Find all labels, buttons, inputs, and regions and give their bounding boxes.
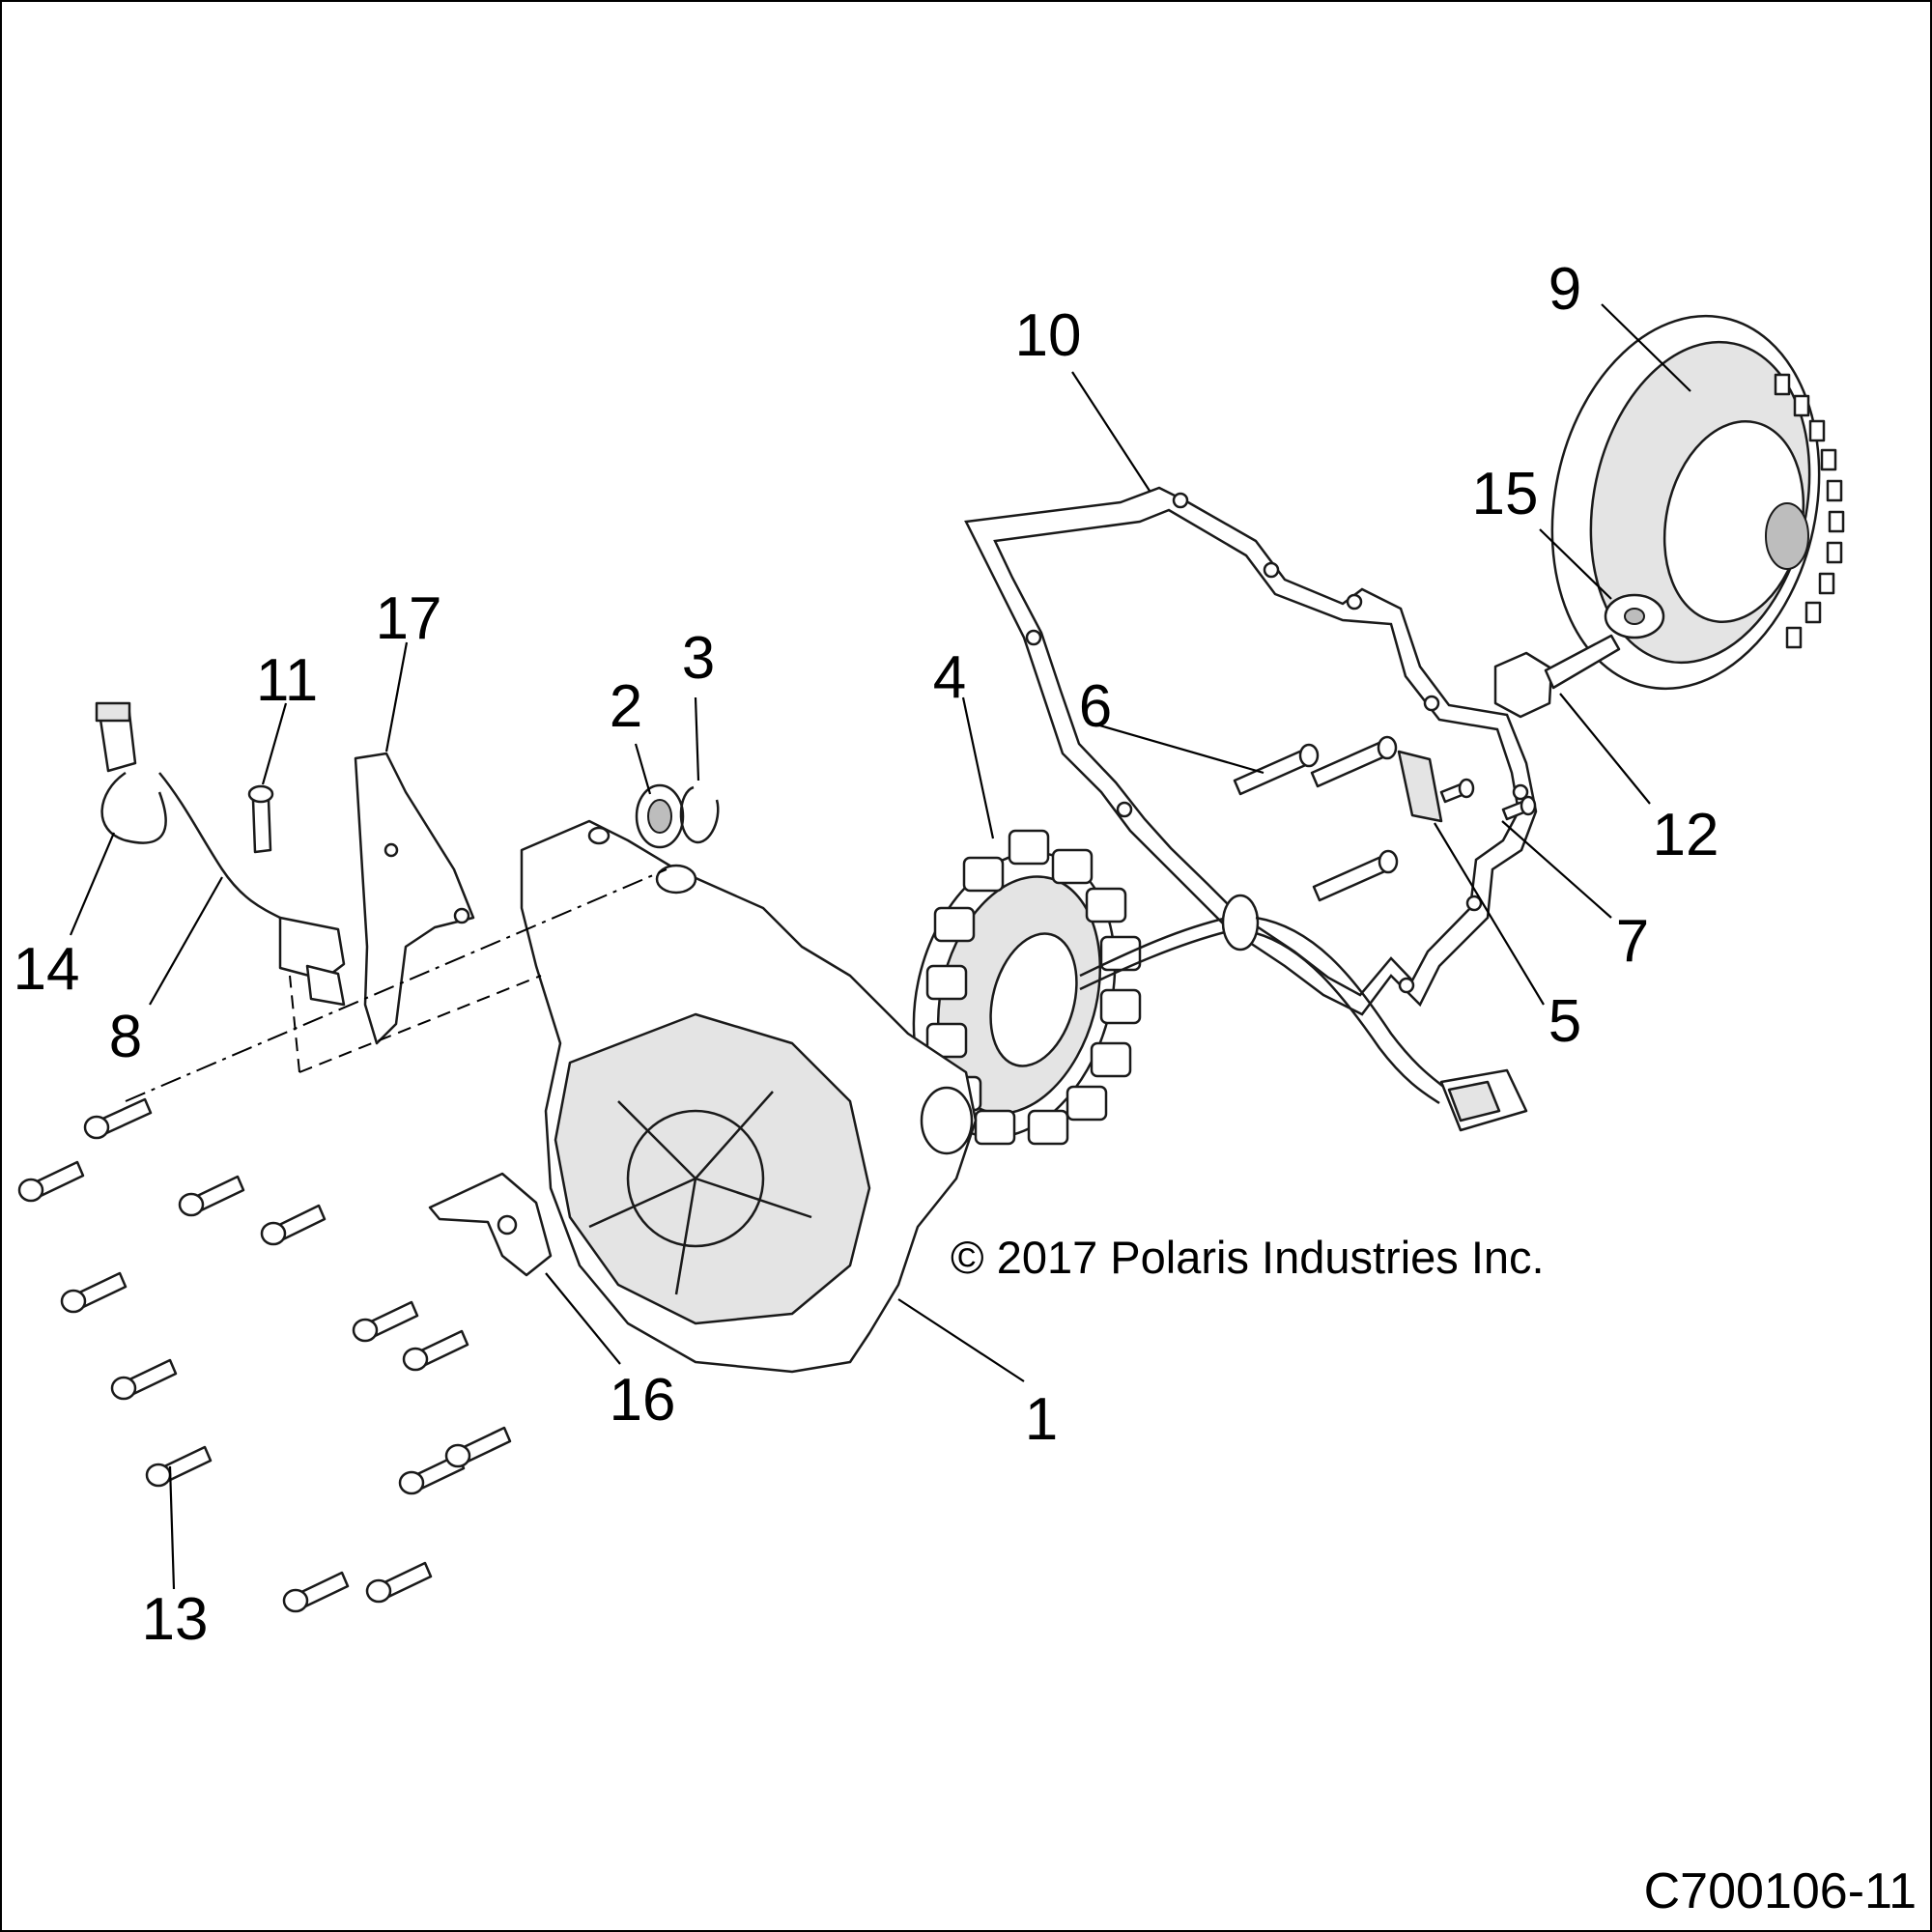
stator-cover xyxy=(520,819,978,1374)
leader-14 xyxy=(69,832,116,936)
leader-15 xyxy=(1539,528,1612,600)
callout-2: 2 xyxy=(610,673,642,740)
callout-13: 13 xyxy=(142,1586,209,1653)
leader-4 xyxy=(961,696,995,839)
callout-6: 6 xyxy=(1079,673,1112,740)
callout-12: 12 xyxy=(1653,802,1719,868)
bearing xyxy=(635,783,685,849)
cover-bolts-13 xyxy=(17,1097,512,1613)
leader-7 xyxy=(1501,820,1612,919)
callout-7: 7 xyxy=(1616,908,1649,975)
callout-15: 15 xyxy=(1472,461,1539,527)
leader-8 xyxy=(149,876,223,1006)
washer xyxy=(1604,593,1665,639)
leader-5 xyxy=(1434,822,1545,1006)
leader-6 xyxy=(1095,723,1264,775)
stator-wire-harness xyxy=(1079,894,1528,1132)
callout-16: 16 xyxy=(610,1367,676,1434)
leader-11 xyxy=(261,702,288,785)
flywheel-bolt xyxy=(1493,634,1621,719)
leader-10 xyxy=(1071,371,1151,492)
leader-16 xyxy=(545,1272,621,1365)
snap-ring xyxy=(679,785,720,844)
drawing-number: C700106-11 xyxy=(1644,1863,1917,1919)
callout-8: 8 xyxy=(109,1004,142,1070)
callout-14: 14 xyxy=(14,936,80,1003)
stator-connector xyxy=(1439,1068,1528,1132)
gasket xyxy=(964,486,1538,1016)
wire-bracket-16 xyxy=(428,1172,553,1277)
sensor-bracket-17 xyxy=(354,752,475,1045)
callout-3: 3 xyxy=(682,625,715,692)
flywheel-rotor xyxy=(1550,314,1845,691)
small-screws xyxy=(1439,778,1537,821)
flywheel-teeth xyxy=(1774,373,1845,649)
callout-11: 11 xyxy=(256,647,318,714)
leader-17 xyxy=(384,641,409,753)
callout-9: 9 xyxy=(1548,256,1581,323)
leader-2 xyxy=(634,743,652,795)
cover-ribs xyxy=(588,1091,812,1295)
callout-labels: 1 2 3 4 5 6 7 8 9 10 11 12 13 14 15 16 1… xyxy=(14,256,1719,1653)
leader-12 xyxy=(1559,693,1651,805)
sensor-screw-11 xyxy=(247,784,274,854)
sensor-harness-14 xyxy=(95,701,167,844)
callout-5: 5 xyxy=(1548,988,1581,1055)
stator-screws xyxy=(1233,735,1399,902)
leader-3 xyxy=(694,696,700,781)
leader-13 xyxy=(168,1465,176,1590)
callout-1: 1 xyxy=(1025,1386,1058,1453)
leader-lines xyxy=(69,303,1691,1590)
leader-9 xyxy=(1601,303,1691,392)
speed-sensor-8 xyxy=(158,772,346,1007)
alignment-lines xyxy=(125,868,668,1102)
callout-10: 10 xyxy=(1015,302,1082,369)
callout-17: 17 xyxy=(376,585,442,652)
grommet-plate xyxy=(1397,750,1443,823)
copyright-notice: © 2017 Polaris Industries Inc. xyxy=(951,1232,1545,1283)
callout-4: 4 xyxy=(933,644,966,711)
leader-1 xyxy=(897,1298,1025,1382)
